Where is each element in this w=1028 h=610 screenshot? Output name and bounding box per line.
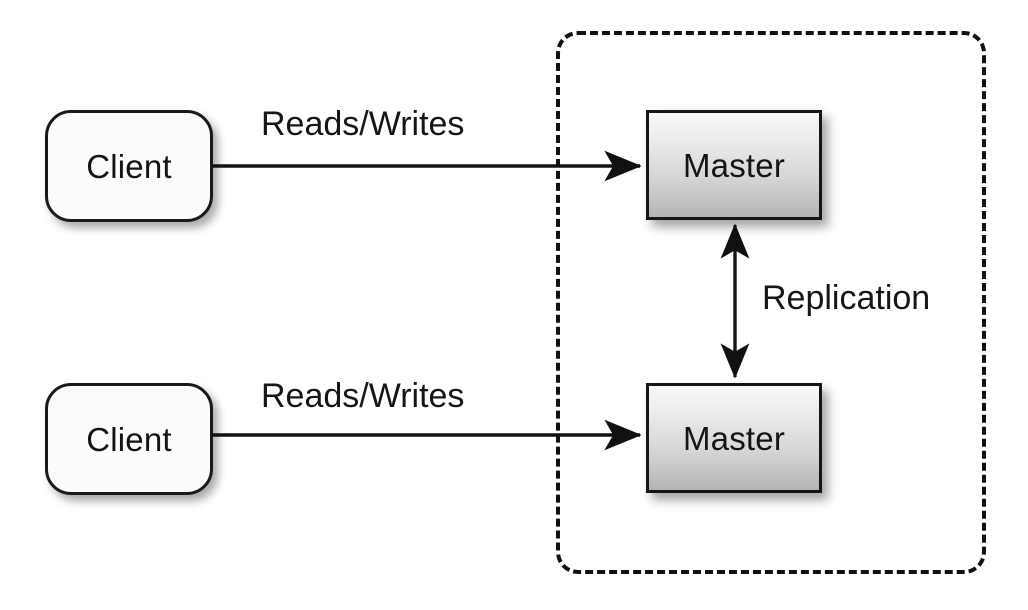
edge-label-reads-writes-bottom: Reads/Writes [261,377,465,415]
node-master-top[interactable]: Master [646,110,822,220]
edge-label-reads-writes-top: Reads/Writes [261,105,465,143]
node-client-top[interactable]: Client [45,110,213,222]
edge-master-to-master-replication [720,223,750,379]
node-client-bottom[interactable]: Client [45,383,213,495]
node-label-master-top: Master [682,146,786,184]
edge-client-bottom-to-master-bottom [212,419,642,451]
edge-label-replication: Replication [762,279,931,317]
node-label-master-bottom: Master [682,419,786,457]
node-label-client-top: Client [86,147,172,185]
node-label-client-bottom: Client [86,420,172,458]
node-master-bottom[interactable]: Master [646,383,822,493]
cluster-boundary [556,31,986,574]
edge-client-top-to-master-top [212,150,642,182]
